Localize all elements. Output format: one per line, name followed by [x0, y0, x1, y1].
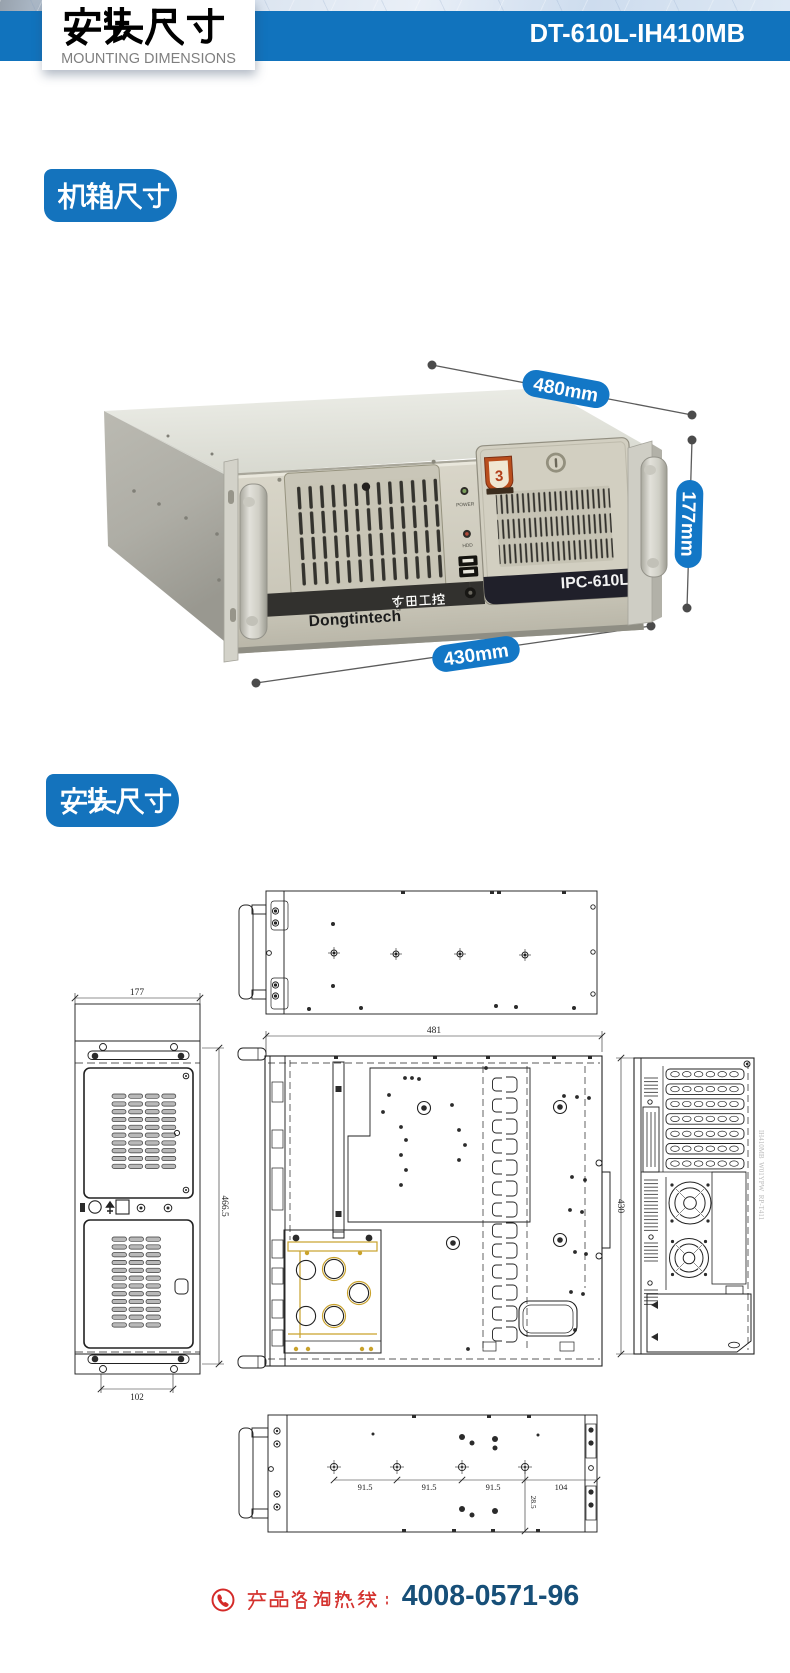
svg-text:HDD: HDD: [462, 543, 473, 550]
svg-text:Dongtintech: Dongtintech: [308, 608, 401, 630]
svg-text:⋮: ⋮: [467, 583, 473, 589]
svg-text:IPC-610L: IPC-610L: [560, 572, 630, 593]
svg-text:481: 481: [427, 1026, 442, 1036]
svg-text:91.5: 91.5: [422, 1482, 437, 1492]
svg-text:177: 177: [130, 988, 145, 998]
svg-text:IH410MB W01YPW RP-T411: IH410MB W01YPW RP-T411: [757, 1130, 765, 1221]
svg-text:91.5: 91.5: [358, 1482, 373, 1492]
svg-text:102: 102: [130, 1392, 144, 1402]
svg-text:104: 104: [555, 1482, 569, 1492]
svg-text:430: 430: [615, 1199, 625, 1214]
svg-text:POWER: POWER: [456, 501, 475, 508]
svg-text:3: 3: [494, 468, 503, 485]
svg-text:28.5: 28.5: [529, 1495, 538, 1508]
svg-text:®: ®: [396, 605, 402, 613]
svg-text:91.5: 91.5: [486, 1482, 501, 1492]
svg-text:466.5: 466.5: [219, 1195, 229, 1217]
svg-text:177mm: 177mm: [676, 491, 699, 557]
